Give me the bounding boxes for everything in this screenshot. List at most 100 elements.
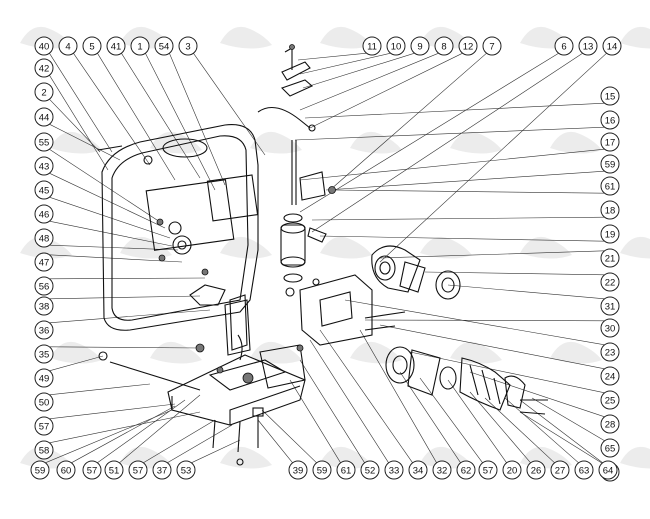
callout-top-11: 12 bbox=[458, 36, 478, 56]
callout-left-14: 50 bbox=[34, 392, 54, 412]
callout-number: 26 bbox=[531, 465, 542, 476]
watermark-logo bbox=[220, 446, 272, 469]
callout-left-10: 38 bbox=[34, 296, 54, 316]
callout-right-2: 17 bbox=[600, 132, 620, 152]
callout-circle bbox=[34, 392, 54, 412]
callout-right-10: 30 bbox=[600, 318, 620, 338]
callout-circle bbox=[478, 460, 498, 480]
callout-number: 32 bbox=[437, 465, 448, 476]
callout-circle bbox=[34, 58, 54, 78]
callout-number: 49 bbox=[39, 373, 50, 384]
callout-circle bbox=[598, 460, 618, 480]
central-spool bbox=[280, 213, 327, 297]
callout-left-7: 48 bbox=[34, 228, 54, 248]
callout-left-16: 58 bbox=[34, 440, 54, 460]
callout-circle bbox=[34, 320, 54, 340]
callout-circle bbox=[154, 36, 174, 56]
callout-top-15: 14 bbox=[602, 36, 622, 56]
callout-number: 34 bbox=[413, 465, 424, 476]
callout-circle bbox=[34, 252, 54, 272]
watermark-logo bbox=[350, 341, 402, 364]
watermark-logo bbox=[250, 131, 302, 154]
callout-circle bbox=[458, 36, 478, 56]
callout-number: 45 bbox=[39, 185, 50, 196]
callout-circle bbox=[600, 342, 620, 362]
callout-circle bbox=[482, 36, 502, 56]
watermark-logo bbox=[620, 236, 650, 259]
callout-circle bbox=[176, 460, 196, 480]
callout-number: 15 bbox=[605, 91, 616, 102]
callout-right-12: 24 bbox=[600, 366, 620, 386]
callout-number: 13 bbox=[583, 41, 594, 52]
callout-circle bbox=[288, 460, 308, 480]
callout-number: 57 bbox=[483, 465, 494, 476]
callout-left-6: 46 bbox=[34, 204, 54, 224]
callout-bottom-14: 62 bbox=[456, 460, 476, 480]
callout-circle bbox=[600, 86, 620, 106]
callout-top-10: 8 bbox=[434, 36, 454, 56]
base-bracket bbox=[98, 299, 306, 466]
callout-number: 43 bbox=[39, 161, 50, 172]
callout-circle bbox=[600, 154, 620, 174]
callout-number: 23 bbox=[605, 347, 616, 358]
callout-left-11: 36 bbox=[34, 320, 54, 340]
callout-right-7: 21 bbox=[600, 248, 620, 268]
callout-circle bbox=[600, 390, 620, 410]
callout-top-9: 9 bbox=[410, 36, 430, 56]
callout-bottom-1: 60 bbox=[56, 460, 76, 480]
callout-left-0: 42 bbox=[34, 58, 54, 78]
callout-number: 28 bbox=[605, 419, 616, 430]
watermark-logo bbox=[450, 341, 502, 364]
callout-number: 21 bbox=[605, 253, 616, 264]
callout-circle bbox=[34, 440, 54, 460]
callout-number: 38 bbox=[39, 301, 50, 312]
callout-circle bbox=[128, 460, 148, 480]
callout-bottom-12: 34 bbox=[408, 460, 428, 480]
callout-circle bbox=[432, 460, 452, 480]
callout-number: 55 bbox=[39, 137, 50, 148]
callout-bottom-0: 59 bbox=[30, 460, 50, 480]
callout-number: 48 bbox=[39, 233, 50, 244]
callout-number: 24 bbox=[605, 371, 616, 382]
watermark-logo bbox=[420, 446, 472, 469]
callout-number: 11 bbox=[367, 41, 377, 52]
callout-circle bbox=[602, 36, 622, 56]
callout-bottom-16: 20 bbox=[502, 460, 522, 480]
callout-circle bbox=[600, 176, 620, 196]
callout-bottom-13: 32 bbox=[432, 460, 452, 480]
callout-left-3: 55 bbox=[34, 132, 54, 152]
callout-circle bbox=[34, 107, 54, 127]
callout-number: 50 bbox=[39, 397, 50, 408]
callout-circle bbox=[600, 438, 620, 458]
callout-top-7: 11 bbox=[362, 36, 382, 56]
callout-bottom-7: 39 bbox=[288, 460, 308, 480]
watermark-logo bbox=[550, 341, 602, 364]
callout-number: 7 bbox=[489, 41, 494, 52]
watermark-logo bbox=[620, 26, 650, 49]
callout-number: 30 bbox=[605, 323, 616, 334]
callout-circle bbox=[104, 460, 124, 480]
callout-circle bbox=[600, 248, 620, 268]
callout-circle bbox=[550, 460, 570, 480]
callout-number: 33 bbox=[389, 465, 400, 476]
callout-circle bbox=[152, 460, 172, 480]
callout-right-0: 15 bbox=[600, 86, 620, 106]
callout-top-13: 6 bbox=[554, 36, 574, 56]
callout-circle bbox=[526, 460, 546, 480]
callout-left-13: 49 bbox=[34, 368, 54, 388]
watermark-logo bbox=[420, 236, 472, 259]
callout-bottom-6: 53 bbox=[176, 460, 196, 480]
callout-circle bbox=[600, 200, 620, 220]
callout-circle bbox=[336, 460, 356, 480]
callout-number: 12 bbox=[463, 41, 474, 52]
callout-circle bbox=[34, 296, 54, 316]
watermark-logo bbox=[220, 26, 272, 49]
callout-number: 25 bbox=[605, 395, 616, 406]
callout-circle bbox=[34, 36, 54, 56]
callout-number: 8 bbox=[441, 41, 446, 52]
callout-circle bbox=[600, 366, 620, 386]
callout-circle bbox=[600, 296, 620, 316]
callout-circle bbox=[34, 368, 54, 388]
callout-number: 61 bbox=[605, 181, 616, 192]
callout-circle bbox=[34, 344, 54, 364]
